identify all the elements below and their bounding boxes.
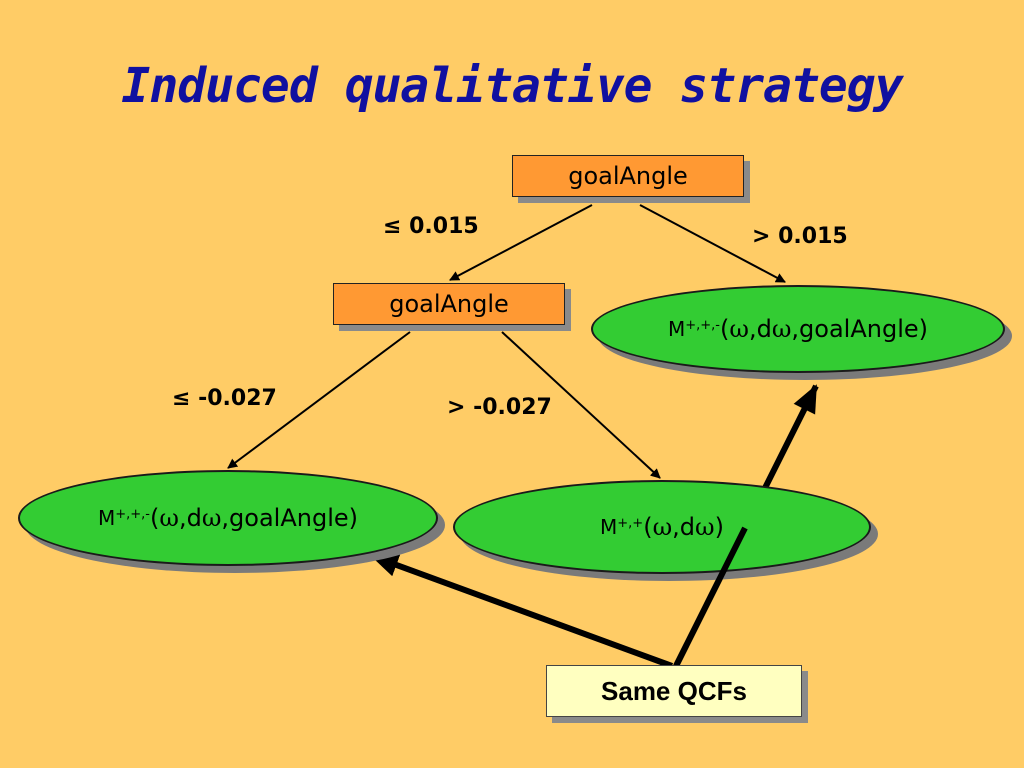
leaf-right-domega: ω — [771, 315, 792, 343]
condition-inner-left: ≤ -0.027 — [172, 386, 277, 411]
leaf-left-var: goalAngle — [229, 504, 349, 532]
edge-root-right — [639, 204, 786, 283]
leaf-middle-signs: +,+ — [617, 515, 644, 531]
leaf-middle-omega: ω — [652, 513, 673, 541]
slide-title: Induced qualitative strategy — [121, 58, 903, 114]
leaf-left-signs: +,+,- — [115, 506, 150, 522]
condition-root-left: ≤ 0.015 — [383, 214, 479, 239]
leaf-right-var: goalAngle — [799, 315, 919, 343]
leaf-left-m: M — [97, 506, 116, 530]
pointer-arrow-left — [370, 553, 674, 669]
node-goalangle-root: goalAngle — [512, 155, 744, 197]
leaf-right-m: M — [667, 317, 686, 341]
condition-root-right: > 0.015 — [752, 224, 848, 249]
leaf-right-d: d — [756, 315, 772, 343]
leaf-right-omega: ω — [729, 315, 749, 343]
leaf-middle-m: M — [600, 515, 618, 539]
condition-inner-right: > -0.027 — [447, 395, 552, 420]
leaf-left-domega: ω — [201, 504, 222, 532]
edge-root-left — [449, 204, 593, 281]
leaf-middle-domega: ω — [695, 513, 715, 541]
node-goalangle-inner: goalAngle — [333, 283, 565, 325]
leaf-middle-d: d — [679, 513, 696, 541]
same-qcfs-box: Same QCFs — [546, 665, 802, 717]
leaf-right-signs: +,+,- — [685, 317, 720, 333]
edge-inner-right — [501, 331, 661, 479]
leaf-left-omega: ω — [159, 504, 179, 532]
leaf-left-d: d — [186, 504, 202, 532]
edge-inner-left — [227, 331, 411, 469]
